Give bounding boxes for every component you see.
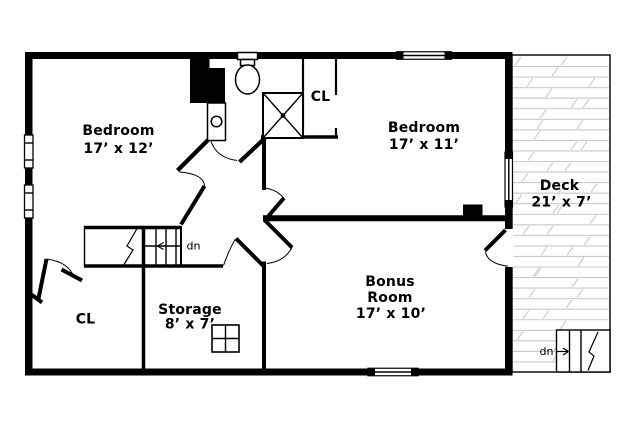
room-dims-bonus: 17’ x 10’: [356, 306, 426, 322]
closet-door-leaf: [36, 258, 49, 299]
bathroom-door-swing-arc: [210, 141, 238, 161]
window-right: [504, 151, 514, 208]
wall-post: [463, 204, 483, 218]
room-label-storage: Storage: [158, 302, 222, 318]
down-arrow-icon: [157, 241, 164, 251]
bathroom-fixtures: [206, 51, 304, 142]
room-label-bedroom2: Bedroom: [388, 120, 460, 136]
deck-plank-pattern: [513, 56, 610, 363]
deck-stair-dn-label: dn: [540, 345, 554, 358]
window-bottom: [367, 367, 419, 377]
down-arrow-icon: [556, 347, 569, 356]
interior-walls: [30, 57, 508, 370]
sink-icon: [206, 102, 227, 142]
toilet-icon: [234, 51, 261, 95]
deck-door: [483, 228, 514, 267]
deck-staircase: [555, 329, 611, 373]
room-label-bonus2: Room: [367, 290, 412, 306]
storage-window-symbol: [211, 324, 240, 353]
deck-door-swing-arc: [485, 251, 509, 267]
stair-break-line: [123, 228, 138, 265]
deck-door-leaf: [483, 228, 507, 252]
window-top: [395, 51, 453, 60]
deck-area: [511, 54, 611, 373]
shower-icon: [262, 92, 304, 139]
main-staircase: [83, 171, 223, 268]
room-label-bonus: Bonus: [365, 274, 415, 290]
deck-outline: [511, 54, 611, 373]
bonus-door-swing-arc: [266, 247, 293, 264]
labels: Bedroom 17’ x 12’ Bedroom 17’ x 11’ CL D…: [76, 89, 592, 358]
room-dims-bedroom1: 17’ x 12’: [83, 141, 153, 157]
storage-door-swing-arc: [223, 238, 236, 266]
bonus-door-leaf: [263, 218, 294, 249]
room-label-closet-upper: CL: [311, 89, 331, 105]
window-left-1: [23, 134, 34, 169]
bedroom2-door-swing-arc: [264, 187, 285, 199]
stair-break-line: [587, 331, 599, 371]
storage-door-leaf: [234, 237, 265, 268]
room-dims-bedroom2: 17’ x 11’: [389, 137, 459, 153]
room-dims-storage: 8’ x 7’: [165, 317, 215, 333]
room-dims-deck: 21’ x 7’: [531, 195, 591, 211]
room-label-bedroom1: Bedroom: [82, 123, 154, 139]
room-label-deck: Deck: [540, 178, 580, 194]
stair-dn-label: dn: [187, 240, 201, 253]
hall-door-swing-arc: [179, 171, 205, 187]
room-label-closet-lower: CL: [76, 312, 96, 328]
chimney: [190, 58, 225, 103]
window-left-2: [23, 184, 34, 219]
windows: [23, 51, 514, 377]
hall-door-leaf: [179, 184, 207, 226]
